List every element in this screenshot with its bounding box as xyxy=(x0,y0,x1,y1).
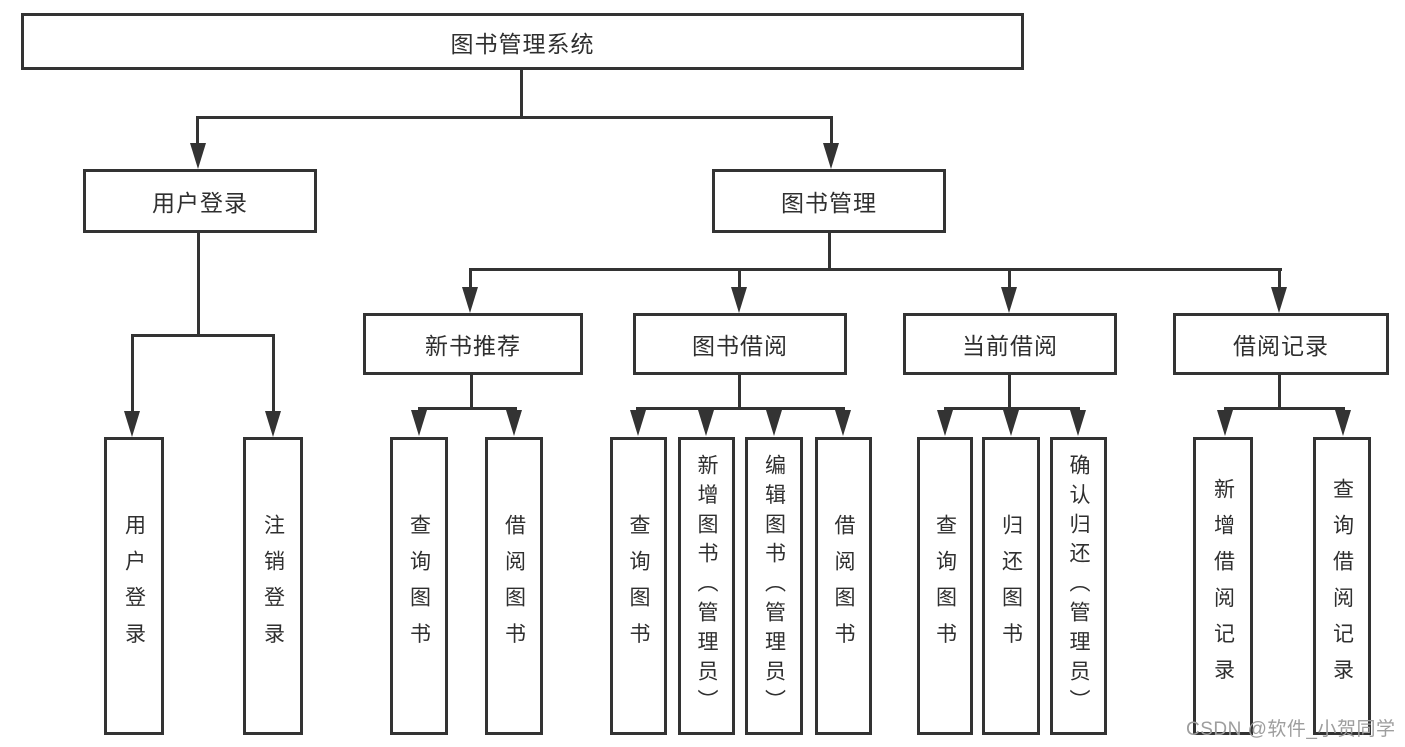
connector-line xyxy=(418,407,517,410)
arrow-down-icon xyxy=(937,410,953,436)
arrow-down-icon xyxy=(462,287,478,313)
leaf-label: 注销登录 xyxy=(261,513,285,659)
leaf-confirm-return-admin: 确认归还（管理员） xyxy=(1050,437,1107,735)
leaf-label: 新增借阅记录 xyxy=(1211,477,1235,695)
connector-line xyxy=(131,334,275,337)
connector-line xyxy=(196,116,833,119)
connector-line xyxy=(469,268,472,290)
connector-line xyxy=(197,233,200,337)
leaf-label: 查询借阅记录 xyxy=(1330,477,1354,695)
leaf-label: 用户登录 xyxy=(122,513,146,659)
leaf-user-login: 用户登录 xyxy=(104,437,164,735)
arrow-down-icon xyxy=(190,143,206,169)
leaf-return-books: 归还图书 xyxy=(982,437,1040,735)
connector-line xyxy=(944,407,1080,410)
connector-line xyxy=(738,268,741,290)
leaf-query-borrow-record: 查询借阅记录 xyxy=(1313,437,1371,735)
node-new-book-recommend: 新书推荐 xyxy=(363,313,583,375)
arrow-down-icon xyxy=(411,410,427,436)
leaf-query-books-2: 查询图书 xyxy=(610,437,667,735)
leaf-label: 借阅图书 xyxy=(502,513,526,659)
arrow-down-icon xyxy=(766,410,782,436)
arrow-down-icon xyxy=(823,143,839,169)
csdn-watermark: CSDN @软件_小贺同学 xyxy=(1186,719,1396,740)
node-book-management: 图书管理 xyxy=(712,169,946,233)
leaf-label: 查询图书 xyxy=(933,513,957,659)
node-book-borrow: 图书借阅 xyxy=(633,313,847,375)
arrow-down-icon xyxy=(506,410,522,436)
arrow-down-icon xyxy=(731,287,747,313)
connector-line xyxy=(830,116,833,146)
arrow-down-icon xyxy=(1271,287,1287,313)
leaf-edit-books-admin: 编辑图书（管理员） xyxy=(745,437,803,735)
leaf-label: 新增图书（管理员） xyxy=(695,453,718,719)
connector-line xyxy=(1224,407,1345,410)
node-current-borrow: 当前借阅 xyxy=(903,313,1117,375)
leaf-label: 确认归还（管理员） xyxy=(1067,453,1090,719)
arrow-down-icon xyxy=(1335,410,1351,436)
connector-line xyxy=(1278,268,1281,290)
connector-line xyxy=(738,375,741,410)
connector-line xyxy=(828,233,831,271)
leaf-label: 编辑图书（管理员） xyxy=(762,453,786,719)
connector-line xyxy=(636,407,845,410)
connector-line xyxy=(469,268,1282,271)
arrow-down-icon xyxy=(1070,410,1086,436)
arrow-down-icon xyxy=(1001,287,1017,313)
connector-line xyxy=(131,334,134,414)
leaf-query-books-3: 查询图书 xyxy=(917,437,973,735)
node-root: 图书管理系统 xyxy=(21,13,1024,70)
connector-line xyxy=(272,334,275,414)
leaf-logout: 注销登录 xyxy=(243,437,303,735)
arrow-down-icon xyxy=(630,410,646,436)
leaf-label: 借阅图书 xyxy=(832,513,855,659)
leaf-query-books-1: 查询图书 xyxy=(390,437,448,735)
leaf-label: 归还图书 xyxy=(999,513,1023,659)
leaf-add-borrow-record: 新增借阅记录 xyxy=(1193,437,1253,735)
node-borrow-records: 借阅记录 xyxy=(1173,313,1389,375)
connector-line xyxy=(1278,375,1281,410)
arrow-down-icon xyxy=(698,410,714,436)
connector-line xyxy=(1008,268,1011,290)
leaf-borrow-books-2: 借阅图书 xyxy=(815,437,872,735)
connector-line xyxy=(470,375,473,410)
arrow-down-icon xyxy=(265,411,281,437)
arrow-down-icon xyxy=(1003,410,1019,436)
connector-line xyxy=(196,116,199,146)
leaf-label: 查询图书 xyxy=(407,513,431,659)
arrow-down-icon xyxy=(124,411,140,437)
arrow-down-icon xyxy=(835,410,851,436)
leaf-add-books-admin: 新增图书（管理员） xyxy=(678,437,735,735)
connector-line xyxy=(520,69,523,119)
node-user-login: 用户登录 xyxy=(83,169,317,233)
leaf-label: 查询图书 xyxy=(627,513,650,659)
leaf-borrow-books-1: 借阅图书 xyxy=(485,437,543,735)
arrow-down-icon xyxy=(1217,410,1233,436)
connector-line xyxy=(1008,375,1011,410)
